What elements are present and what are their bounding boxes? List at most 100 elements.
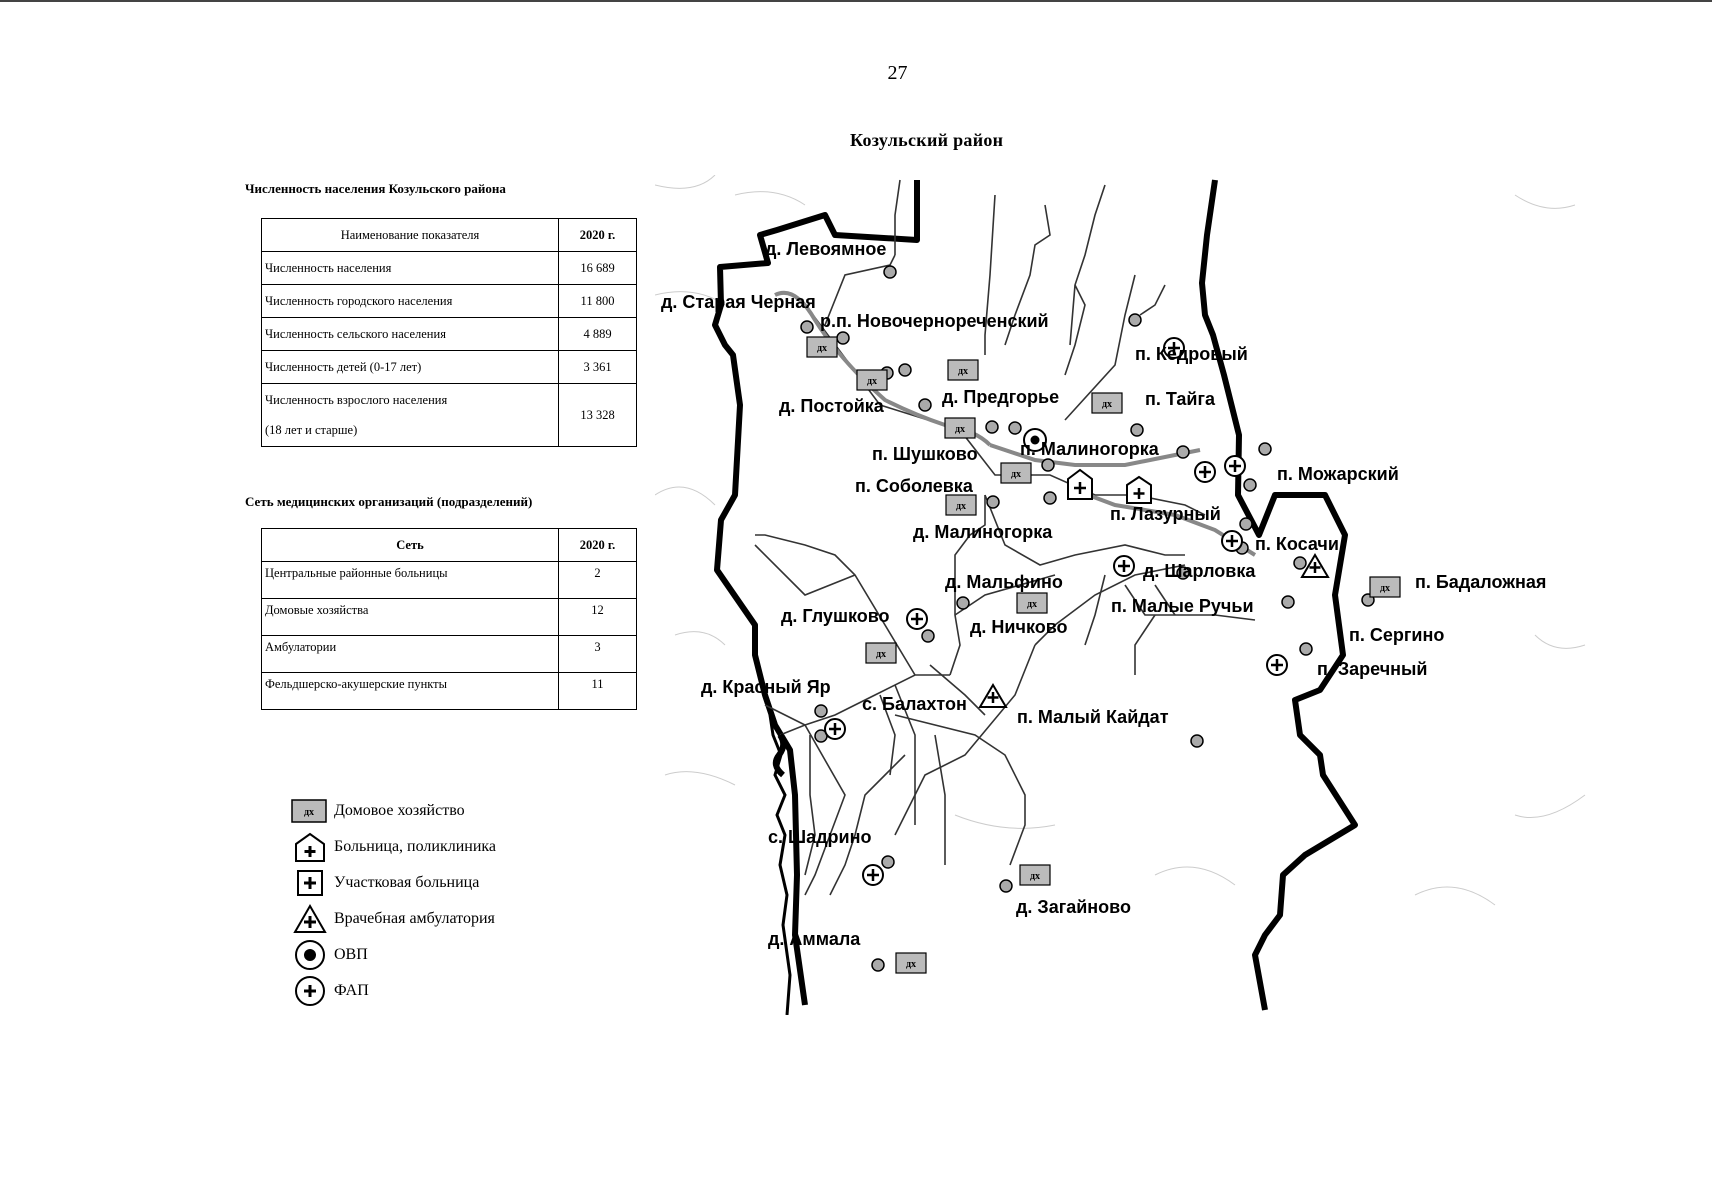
label-maly-kaidat: п. Малый Кайдат: [1017, 707, 1169, 727]
label-lazurny: п. Лазурный: [1110, 504, 1221, 524]
legend-label: Больница, поликлиника: [334, 838, 497, 855]
row-name: Фельдшерско-акушерские пункты: [261, 672, 559, 710]
table-row: Домовые хозяйства 12: [261, 598, 637, 636]
legend-label: ФАП: [334, 982, 369, 999]
settlement-point: [956, 596, 970, 610]
household-icon-text: дх: [956, 501, 966, 512]
ambulatory-markers: [978, 553, 1330, 708]
household-icon: дх: [806, 336, 838, 358]
legend-item-household: дх Домовое хозяйство: [290, 795, 465, 827]
settlement-point: [1041, 458, 1055, 472]
label-sergino: п. Сергино: [1349, 625, 1444, 645]
column-header-name: Наименование показателя: [261, 218, 559, 252]
label-krasny-yar: д. Красный Яр: [701, 677, 831, 697]
fap-icon: [906, 608, 928, 630]
ambulatory-icon: [1300, 553, 1330, 578]
column-header-year: 2020 г.: [558, 218, 637, 252]
row-value: 11 800: [558, 284, 637, 318]
household-icon-text: дх: [1030, 871, 1040, 882]
row-name: Амбулатории: [261, 635, 559, 673]
household-icon: дх: [1000, 462, 1032, 484]
label-shadrino: с. Шадрино: [768, 827, 871, 847]
label-malye-ruchyi: п. Малые Ручьи: [1111, 596, 1254, 616]
household-icon-text: дх: [906, 959, 916, 970]
settlement-point: [814, 704, 828, 718]
row-name: Численность городского населения: [261, 284, 559, 318]
label-balakhton: с. Балахтон: [862, 694, 967, 714]
label-sobolevka: п. Соболевка: [855, 476, 974, 496]
settlement-point: [881, 855, 895, 869]
settlement-point: [1258, 442, 1272, 456]
fap-markers: [824, 337, 1288, 886]
label-sharlovka: д. Шарловка: [1143, 561, 1256, 581]
table-header-row: Наименование показателя 2020 г.: [261, 218, 637, 252]
label-zarechny: п. Заречный: [1317, 659, 1427, 679]
label-malinogorka-d: д. Малиногорка: [913, 522, 1053, 542]
label-taiga: п. Тайга: [1145, 389, 1216, 409]
river-bend: [772, 733, 787, 778]
fap-icon: [1266, 654, 1288, 676]
household-icon: дх: [1091, 392, 1123, 414]
household-icon-text: дх: [1027, 599, 1037, 610]
settlement-point: [1190, 734, 1204, 748]
household-icon: дх: [947, 359, 979, 381]
table-row: Численность городского населения 11 800: [261, 284, 637, 318]
settlement-point: [986, 495, 1000, 509]
settlement-point: [1128, 313, 1142, 327]
settlement-points: [800, 265, 1375, 972]
settlement-point: [1239, 517, 1253, 531]
row-name: Домовые хозяйства: [261, 598, 559, 636]
label-kosachi: п. Косачи: [1255, 534, 1339, 554]
network-section-title: Сеть медицинских организаций (подразделе…: [245, 494, 533, 509]
household-markers: дх дх дх дх дх дх дх дх дх дх дх дх: [806, 336, 1401, 974]
district-hospital-icon: [290, 867, 330, 899]
legend-item-ambulatory: Врачебная амбулатория: [290, 903, 495, 935]
household-icon-text: дх: [1380, 583, 1390, 594]
settlement-point: [1243, 478, 1257, 492]
legend-item-hospital: Больница, поликлиника: [290, 831, 496, 863]
ovp-markers: [1023, 428, 1047, 452]
label-levoyamnoe: д. Левоямное: [765, 239, 886, 259]
row-value: 3 361: [558, 350, 637, 384]
settlement-point: [1293, 556, 1307, 570]
label-ammala: д. Аммала: [768, 929, 861, 949]
household-icon-text: дх: [955, 424, 965, 435]
district-hospital-icon: [1126, 475, 1152, 504]
network-table: Сеть 2020 г. Центральные районные больни…: [261, 528, 637, 710]
household-icon: дх: [1019, 864, 1051, 886]
row-name: Центральные районные больницы: [261, 561, 559, 599]
settlement-point: [921, 629, 935, 643]
household-icon-text: дх: [1011, 469, 1021, 480]
settlement-point: [1281, 595, 1295, 609]
row-value: 12: [558, 598, 637, 636]
roads: [754, 179, 1256, 896]
settlement-point: [1130, 423, 1144, 437]
label-predgorye: д. Предгорье: [942, 387, 1059, 407]
label-malfino: д. Мальфино: [945, 572, 1063, 592]
label-shushkovo: п. Шушково: [872, 444, 978, 464]
household-icon: дх: [895, 952, 927, 974]
settlement-point: [985, 420, 999, 434]
population-section-title: Численность населения Козульского района: [245, 181, 506, 196]
fap-icon: [1221, 530, 1243, 552]
legend-item-fap: ФАП: [290, 975, 369, 1007]
population-table: Наименование показателя 2020 г. Численно…: [261, 218, 637, 447]
legend-label: Домовое хозяйство: [334, 802, 465, 819]
river: [768, 714, 792, 1015]
household-icon: дх: [1369, 576, 1401, 598]
hospital-polyclinic-icon: [290, 831, 330, 863]
table-row: Фельдшерско-акушерские пункты 11: [261, 672, 637, 710]
label-mozharsky: п. Можарский: [1277, 464, 1399, 484]
household-icon: дх: [856, 369, 888, 391]
row-value: 13 328: [558, 383, 637, 447]
legend-item-ovp: ОВП: [290, 939, 368, 971]
district-boundary: [712, 179, 1358, 1011]
legend-item-district-hospital: Участковая больница: [290, 867, 479, 899]
row-value: 11: [558, 672, 637, 710]
table-row: Численность детей (0-17 лет) 3 361: [261, 350, 637, 384]
table-row: Амбулатории 3: [261, 635, 637, 673]
label-nichkovo: д. Ничково: [970, 617, 1068, 637]
household-icon: дх: [290, 795, 330, 827]
household-icon-text: дх: [958, 366, 968, 377]
fap-icon: [290, 975, 330, 1007]
